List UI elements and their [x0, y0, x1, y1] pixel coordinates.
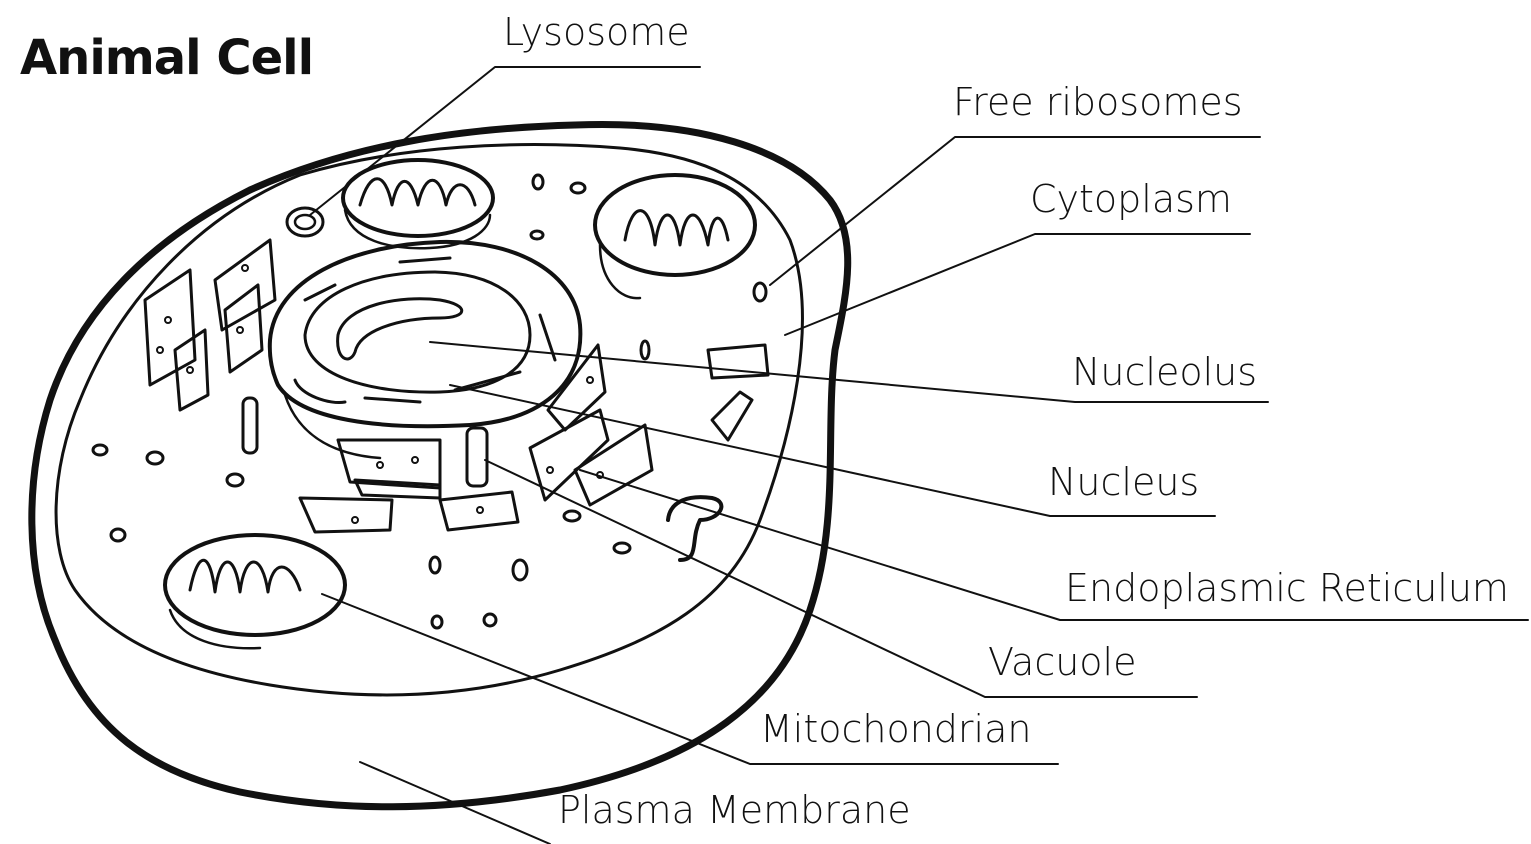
nucleolus: [338, 299, 462, 359]
nucleus-pore-2: [365, 398, 420, 402]
er-bottom-stack: [300, 345, 652, 532]
label-mitochondrian: Mitochondrian: [760, 707, 1031, 751]
mitochondrion-bottom: [165, 535, 345, 648]
leader-lysosome: [310, 67, 700, 215]
label-lysosome: Lysosome: [503, 10, 690, 54]
label-nucleus: Nucleus: [1048, 460, 1199, 504]
label-nucleolus: Nucleolus: [1072, 350, 1257, 394]
nucleus-pore-5: [400, 258, 450, 262]
leader-plasma-membrane: [360, 762, 550, 844]
diagram-title: Animal Cell: [20, 30, 313, 86]
er-left-stack: [145, 240, 275, 410]
label-vacuole: Vacuole: [988, 640, 1137, 684]
mitochondrion-top: [343, 160, 493, 248]
lysosome: [287, 208, 323, 236]
label-endoplasmic-reticulum: Endoplasmic Reticulum: [1065, 566, 1509, 610]
leader-cytoplasm: [785, 234, 1250, 335]
label-free-ribosomes: Free ribosomes: [953, 80, 1243, 124]
mitochondrion-right: [595, 175, 755, 298]
label-cytoplasm: Cytoplasm: [1030, 177, 1232, 221]
cytoplasm-boundary: [56, 145, 802, 695]
vacuole: [668, 345, 768, 560]
label-plasma-membrane: Plasma Membrane: [558, 788, 911, 832]
nucleus-pore-1: [295, 380, 345, 403]
